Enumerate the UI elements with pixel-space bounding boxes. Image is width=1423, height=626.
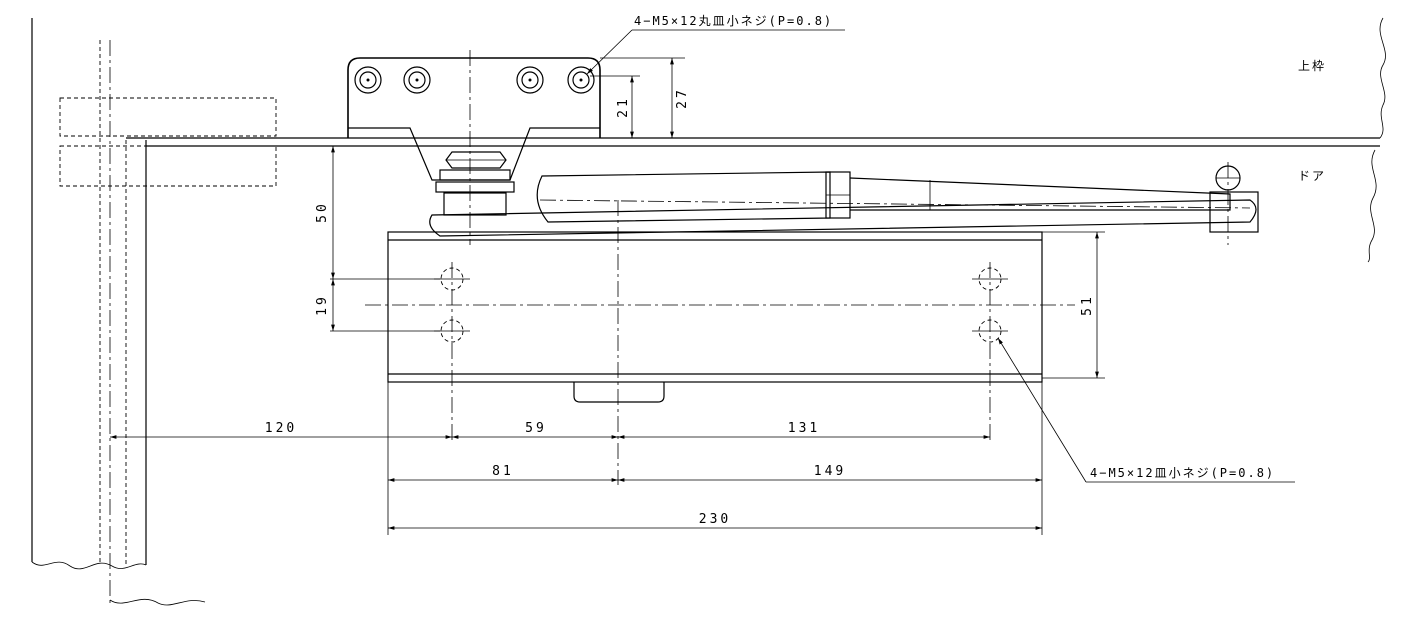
dim-27-21 — [590, 57, 685, 138]
bracket-screw-holes — [354, 66, 595, 94]
dim-27-text: 27 — [675, 87, 690, 109]
dim-51-text: 51 — [1080, 294, 1095, 316]
frame-bracket — [347, 50, 601, 245]
dim-19-text: 19 — [315, 294, 330, 316]
dim-131-text: 131 — [788, 421, 820, 436]
dim-50-text: 50 — [315, 201, 330, 223]
closer-body — [365, 200, 1075, 485]
pivot-nut — [435, 151, 515, 216]
dim-230-text: 230 — [699, 512, 731, 527]
dim-120-text: 120 — [265, 421, 297, 436]
door-frame — [31, 18, 206, 606]
dim-50-19 — [325, 145, 440, 332]
frame-door-lines — [126, 17, 1386, 263]
dim-row-2 — [387, 382, 1043, 535]
door-label: ドア — [1298, 169, 1326, 183]
dim-149-text: 149 — [814, 464, 846, 479]
dim-51 — [1042, 231, 1105, 379]
dim-81-text: 81 — [492, 464, 514, 479]
dim-21-text: 21 — [616, 96, 631, 118]
screw-top-label: 4−M5×12丸皿小ネジ(P=0.8) — [634, 14, 833, 28]
closer-arm — [429, 162, 1259, 245]
hinge-reference — [59, 97, 277, 187]
leader-top-screw — [586, 29, 845, 75]
upper-frame-label: 上枠 — [1298, 59, 1326, 73]
dim-59-text: 59 — [525, 421, 547, 436]
screw-bottom-label: 4−M5×12皿小ネジ(P=0.8) — [1090, 466, 1275, 480]
leader-bottom-screw — [997, 337, 1295, 483]
